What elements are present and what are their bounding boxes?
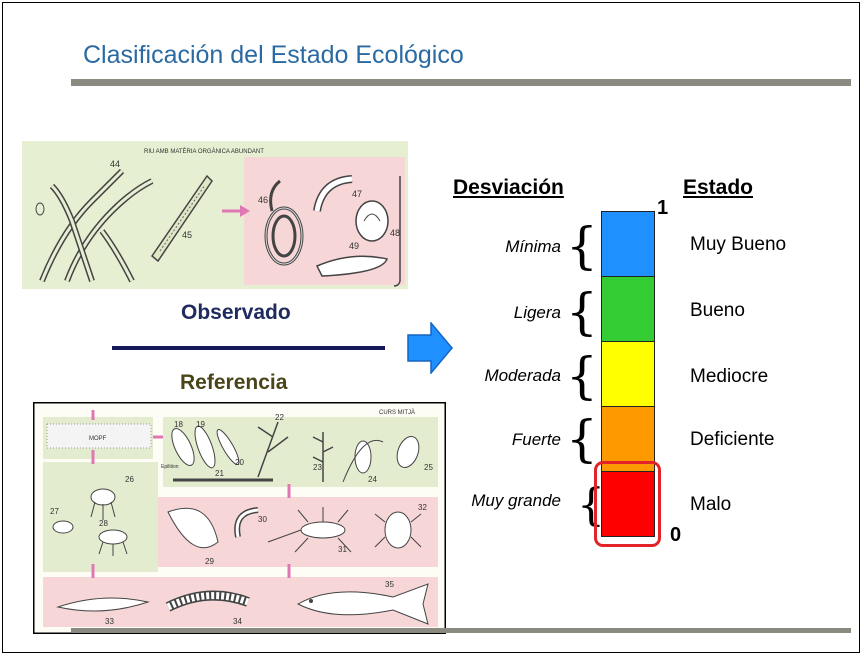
brace-icon: { [566,283,598,341]
ref-label-21: 21 [215,469,224,478]
ref-label-30: 30 [258,515,267,524]
right-arrow-icon [407,322,453,374]
scale-top-label: 1 [657,197,669,219]
observed-illustration: RIU AMB MATÈRIA ORGÀNICA ABUNDANT 44 45 … [22,141,408,289]
slide-title: Clasificación del Estado Ecológico [83,41,464,69]
deviation-label-minima: Mínima [505,237,561,256]
ref-label-19: 19 [196,420,205,429]
current-state-highlight [594,461,661,547]
ref-label-26: 26 [125,475,134,484]
brace-icon: { [566,347,598,405]
level-bar-bueno [601,276,655,342]
ref-label-23: 23 [313,463,322,472]
top-label-44: 44 [110,159,120,169]
ref-label-32: 32 [418,503,427,512]
epilition-label: Epilition [161,464,179,470]
state-label-muy-bueno: Muy Bueno [690,234,787,255]
ref-label-29: 29 [205,557,214,566]
deviation-label-ligera: Ligera [513,303,561,322]
top-label-45: 45 [182,230,192,240]
deviation-label-fuerte: Fuerte [511,430,561,449]
top-rule [71,79,851,86]
ref-label-34: 34 [233,617,242,626]
mopf-label: MOPF [89,436,107,442]
level-bar-mediocre [601,341,655,407]
top-label-47: 47 [352,189,362,199]
level-bar-muy-bueno [601,211,655,277]
state-label-mediocre: Mediocre [690,366,769,387]
brace-icon: { [577,480,605,531]
ref-label-27: 27 [50,507,59,516]
ref-label-35: 35 [385,580,394,589]
level-bar-malo [601,471,655,537]
brace-icon: { [566,410,598,468]
ref-label-28: 28 [99,519,108,528]
reference-label: Referencia [180,371,288,394]
bottom-panel-caption: CURS MITJÀ [379,409,415,416]
state-header: Estado [683,176,754,199]
deviation-label-muy-grande: Muy grande [471,491,561,510]
ref-label-31: 31 [338,545,347,554]
comparison-divider [112,346,385,350]
state-label-malo: Malo [690,494,732,515]
ref-label-33: 33 [105,617,114,626]
ref-label-20: 20 [235,458,244,467]
observed-label: Observado [181,301,291,324]
deviation-label-moderada: Moderada [484,366,561,385]
state-label-deficiente: Deficiente [690,429,775,450]
top-label-48: 48 [390,228,400,238]
top-label-49: 49 [349,241,359,251]
brace-icon: { [566,217,598,275]
scale-bottom-label: 0 [670,524,682,546]
top-label-46: 46 [258,195,268,205]
ref-label-18: 18 [174,420,183,429]
ref-label-25: 25 [424,463,433,472]
ref-label-22: 22 [275,413,284,422]
state-label-bueno: Bueno [690,300,745,321]
deviation-header: Desviación [453,176,564,199]
ref-label-24: 24 [368,475,377,484]
bottom-rule [71,628,851,633]
reference-illustration: CURS MITJÀ MOPF 18 19 20 21 Epilition 22… [33,402,446,634]
top-panel-caption: RIU AMB MATÈRIA ORGÀNICA ABUNDANT [144,148,264,155]
